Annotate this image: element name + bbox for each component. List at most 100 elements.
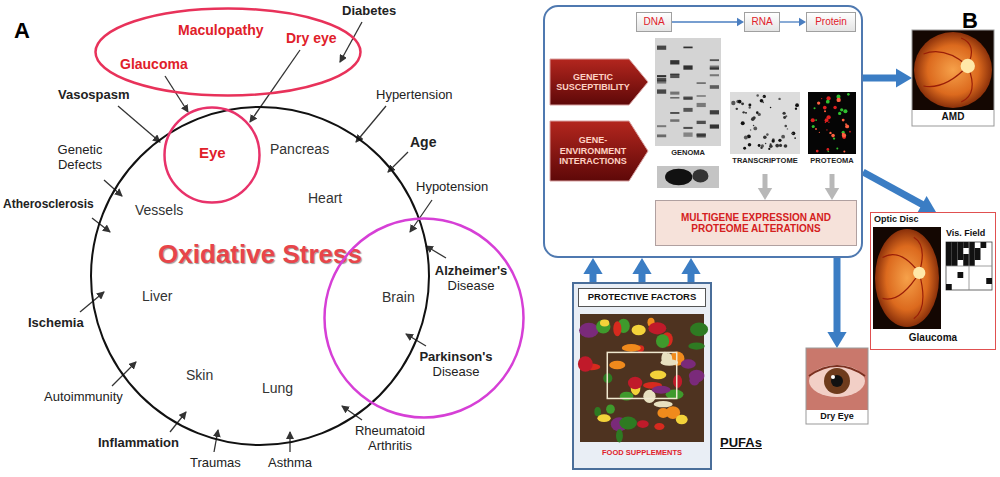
graphic-circle xyxy=(770,143,772,145)
graphic-rect xyxy=(683,97,692,99)
graphic-circle xyxy=(828,121,829,122)
graphic-circle xyxy=(838,112,841,115)
graphic-ellipse xyxy=(609,361,625,370)
graphic-ellipse xyxy=(596,320,610,334)
graphic-rect xyxy=(946,284,952,290)
factor-label: Age xyxy=(410,134,436,150)
graphic-circle xyxy=(753,125,755,127)
genome-image: GENOMA xyxy=(653,38,723,190)
graphic-circle xyxy=(812,125,815,128)
process-box: RNA xyxy=(744,12,780,32)
graphic-circle xyxy=(826,100,830,104)
graphic-circle xyxy=(817,101,820,104)
graphic-ellipse xyxy=(632,325,646,336)
graphic-rect xyxy=(697,133,706,135)
factor-arrow-shape: GENETIC SUSCEPTIBILITY xyxy=(549,58,649,106)
image-caption: PROTEOMA xyxy=(806,157,858,166)
graphic-circle xyxy=(792,133,794,135)
graphic-rect xyxy=(657,166,719,188)
graphic-circle xyxy=(758,113,761,116)
graphic-ellipse xyxy=(597,414,610,422)
graphic-ellipse xyxy=(875,229,939,327)
graphic-circle xyxy=(778,98,780,100)
graphic-rect xyxy=(655,38,721,146)
graphic-circle xyxy=(833,137,835,139)
factor-arrow xyxy=(356,106,386,142)
graphic-circle xyxy=(785,125,787,127)
organ-label: Liver xyxy=(142,288,172,304)
graphic-circle xyxy=(763,136,767,140)
genomics-panel: DNARNAProteinGENETIC SUSCEPTIBILITYGENOM… xyxy=(543,5,863,258)
graphic-rect xyxy=(958,248,964,254)
graphic-ellipse xyxy=(654,401,673,407)
flow-arrow xyxy=(583,258,602,282)
graphic-circle xyxy=(827,151,829,153)
graphic-ellipse xyxy=(91,107,429,445)
graphic-rect xyxy=(806,348,868,424)
graphic-ellipse xyxy=(619,416,637,429)
protective-box: PROTECTIVE FACTORSFOOD SUPPLEMENTS xyxy=(572,282,712,470)
graphic-rect xyxy=(697,134,706,137)
graphic-circle xyxy=(811,118,815,122)
amd-image: AMD xyxy=(912,30,994,126)
graphic-circle xyxy=(768,148,770,150)
graphic-circle xyxy=(756,94,759,97)
factor-label: Inflammation xyxy=(98,436,179,451)
graphic-rect xyxy=(986,278,992,284)
graphic-ellipse xyxy=(594,407,601,416)
flow-arrow xyxy=(863,68,912,87)
graphic-rect xyxy=(946,242,992,290)
graphic-circle xyxy=(749,106,751,108)
graphic-ellipse xyxy=(673,375,682,388)
flow-arrow xyxy=(827,258,846,348)
graphic-circle xyxy=(840,108,843,111)
image-caption: Optic Disc xyxy=(874,214,919,224)
graphic-ellipse xyxy=(606,405,615,414)
graphic-rect xyxy=(683,108,692,112)
graphic-polygon xyxy=(550,121,648,181)
graphic-ellipse xyxy=(681,359,696,368)
graphic-circle xyxy=(748,143,752,147)
graphic-ellipse xyxy=(325,219,524,418)
box-label: DNA xyxy=(643,16,664,28)
graphic-circle xyxy=(765,143,767,145)
graphic-rect xyxy=(670,60,679,64)
graphic-rect xyxy=(657,75,666,77)
graphic-ellipse xyxy=(165,108,260,203)
graphic-circle xyxy=(743,147,746,150)
graphic-ellipse xyxy=(692,169,708,182)
graphic-circle xyxy=(826,129,827,130)
graphic-circle xyxy=(842,133,845,136)
graphic-circle xyxy=(833,106,836,109)
graphic-circle xyxy=(775,144,779,148)
node-graphic xyxy=(322,216,526,420)
factor-label: Diabetes xyxy=(342,4,396,19)
graphic-rect xyxy=(657,125,666,127)
graphic-ellipse xyxy=(622,344,641,352)
graphic-circle xyxy=(750,129,752,131)
graphic-ellipse xyxy=(654,423,664,430)
graphic-rect xyxy=(952,254,958,260)
graphic-rect xyxy=(963,260,969,266)
graphic-rect xyxy=(981,242,987,248)
factor-label: Ischemia xyxy=(28,316,84,331)
graphic-rect xyxy=(544,6,862,257)
disease-ellipse: MaculopathyDry eyeGlaucoma xyxy=(93,6,363,98)
graphic-rect xyxy=(697,95,706,97)
graphic-circle xyxy=(843,109,847,113)
graphic-rect xyxy=(670,92,679,95)
flow-arrow xyxy=(825,174,839,200)
factor-arrow xyxy=(214,430,218,452)
graphic-circle xyxy=(815,128,817,130)
graphic-circle xyxy=(748,103,751,106)
arrow-head xyxy=(737,18,744,26)
graphic-rect xyxy=(710,59,719,61)
graphic-circle xyxy=(736,108,738,110)
node-graphic xyxy=(572,282,712,470)
graphic-ellipse xyxy=(613,321,621,336)
graphic-circle xyxy=(842,119,845,122)
graphic-circle xyxy=(821,98,822,99)
graphic-rect xyxy=(969,254,975,260)
